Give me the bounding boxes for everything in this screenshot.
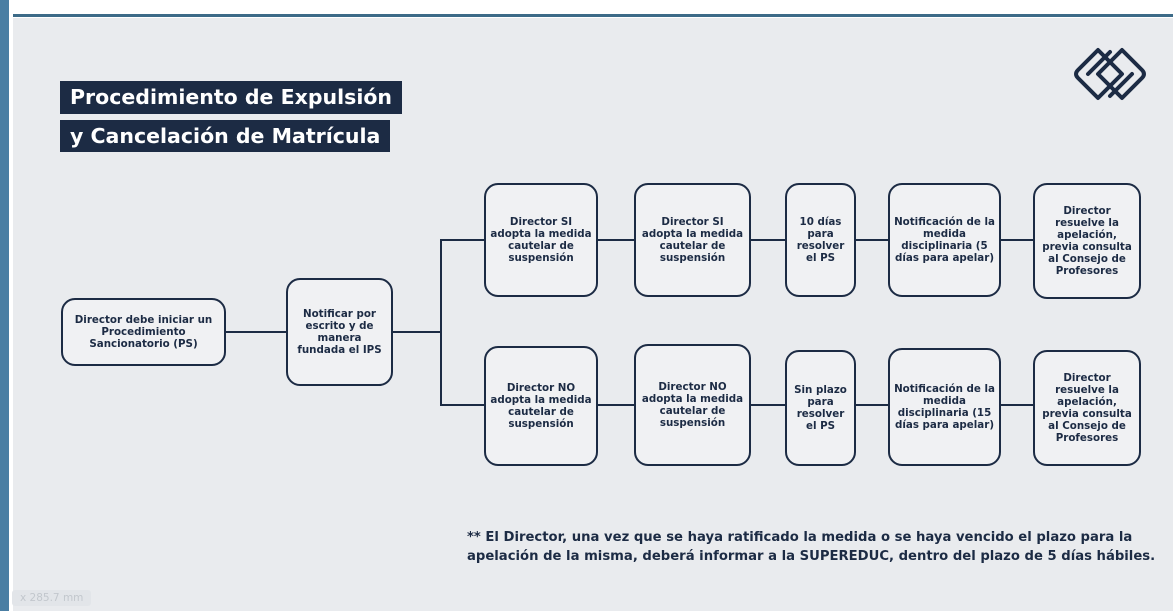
title-line-2: y Cancelación de Matrícula [60, 120, 391, 152]
connector-notify-branch [391, 331, 442, 333]
node-top-4-label: Notificación de la medida disciplinaria … [894, 216, 995, 264]
connector-start-notify [224, 331, 288, 333]
node-notify: Notificar por escrito y de manera fundad… [286, 278, 393, 386]
window-top-strip [0, 0, 1173, 18]
node-bottom-3: Sin plazo para resolver el PS [785, 350, 856, 466]
node-bottom-2-label: Director NO adopta la medida cautelar de… [641, 381, 744, 429]
node-top-5: Director resuelve la apelación, previa c… [1033, 183, 1141, 299]
node-top-3: 10 días para resolver el PS [785, 183, 856, 297]
connector-top-4-5 [999, 239, 1035, 241]
connector-bottom-2-3 [749, 404, 787, 406]
node-bottom-1-label: Director NO adopta la medida cautelar de… [490, 382, 592, 430]
footnote: ** El Director, una vez que se haya rati… [467, 530, 1156, 564]
connector-top-1-2 [596, 239, 636, 241]
title-line-1: Procedimiento de Expulsión [60, 81, 403, 114]
node-top-1: Director SI adopta la medida cautelar de… [484, 183, 598, 297]
connector-bottom-4-5 [999, 404, 1035, 406]
window-left-gap [9, 14, 13, 611]
window-top-border [0, 14, 1173, 17]
connector-bottom-3-4 [854, 404, 890, 406]
connector-top-3-4 [854, 239, 890, 241]
node-top-3-label: 10 días para resolver el PS [796, 216, 845, 264]
node-top-2: Director SI adopta la medida cautelar de… [634, 183, 751, 297]
window-left-border [0, 0, 9, 611]
node-top-2-label: Director SI adopta la medida cautelar de… [641, 216, 744, 264]
node-bottom-3-label: Sin plazo para resolver el PS [794, 384, 847, 432]
connector-branch-vertical [440, 239, 442, 406]
node-top-5-label: Director resuelve la apelación, previa c… [1042, 205, 1132, 277]
connector-branch-top [440, 239, 486, 241]
node-start: Director debe iniciar un Procedimiento S… [61, 298, 226, 366]
node-bottom-5: Director resuelve la apelación, previa c… [1033, 350, 1141, 466]
node-bottom-5-label: Director resuelve la apelación, previa c… [1042, 372, 1132, 444]
connector-branch-bottom [440, 404, 486, 406]
page-size-label: x 285.7 mm [12, 590, 92, 606]
node-bottom-4: Notificación de la medida disciplinaria … [888, 348, 1001, 466]
connector-top-2-3 [749, 239, 787, 241]
node-start-label: Director debe iniciar un Procedimiento S… [74, 314, 213, 350]
node-top-1-label: Director SI adopta la medida cautelar de… [490, 216, 592, 264]
node-bottom-2: Director NO adopta la medida cautelar de… [634, 344, 751, 466]
node-notify-label: Notificar por escrito y de manera fundad… [297, 308, 382, 356]
node-bottom-1: Director NO adopta la medida cautelar de… [484, 346, 598, 466]
node-bottom-4-label: Notificación de la medida disciplinaria … [894, 383, 995, 431]
connector-bottom-1-2 [596, 404, 636, 406]
node-top-4: Notificación de la medida disciplinaria … [888, 183, 1001, 297]
interlocking-knot-icon [1074, 48, 1146, 100]
